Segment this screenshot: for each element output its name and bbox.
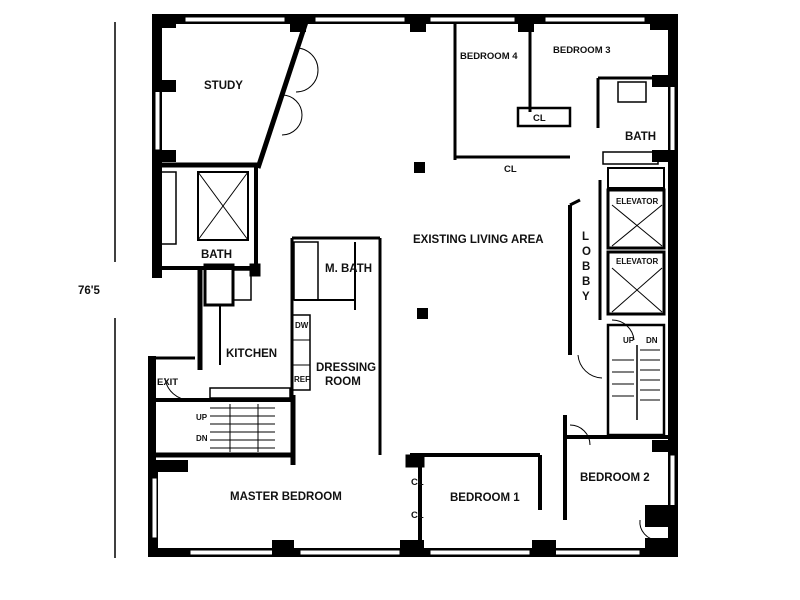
master-bedroom-label: MASTER BEDROOM [230,491,342,503]
exit-label: EXIT [157,377,178,388]
elevator1-label: ELEVATOR [616,197,658,206]
door-swings [164,47,659,541]
interior-walls [150,21,668,540]
elevator2-label: ELEVATOR [616,257,658,266]
stair-right-dn-label: DN [646,336,658,345]
bedroom4-label: BEDROOM 4 [460,51,518,62]
bath-right-label: BATH [625,131,656,143]
closet-top-label: CL [533,113,546,124]
dressing-label-line1: DRESSING [316,362,376,374]
stair-treads-left [210,404,275,452]
study-label: STUDY [204,80,243,92]
dimension-label: 76'5 [78,285,101,297]
bedroom2-label: BEDROOM 2 [580,472,650,484]
bedroom1-closet1-label: CL [411,477,424,488]
ref-label: REF [294,375,310,384]
stair-treads-right [612,349,660,401]
dw-label: DW [295,321,309,330]
closet-mid-label: CL [504,164,517,175]
lobby-letter-y: Y [582,291,590,303]
bedroom3-label: BEDROOM 3 [553,45,611,56]
lobby-letter-b1: B [582,261,590,273]
master-bath-label: M. BATH [325,263,372,275]
dressing-label-line2: ROOM [325,376,361,388]
lobby-letter-b2: B [582,276,590,288]
bedroom1-closet2-label: CL [411,510,424,521]
kitchen-label: KITCHEN [226,348,277,360]
stair-right-up-label: UP [623,336,635,345]
bedroom1-label: BEDROOM 1 [450,492,520,504]
stair-left-up-label: UP [196,413,208,422]
stair-left-dn-label: DN [196,434,208,443]
living-area-label: EXISTING LIVING AREA [413,234,544,246]
lobby-letter-o: O [582,246,591,258]
windows [151,16,676,556]
room-labels: 76'5 STUDY BEDROOM 4 BEDROOM 3 BATH CL C… [78,45,658,521]
bath-left-label: BATH [201,249,232,261]
lobby-letter-l: L [582,231,589,243]
